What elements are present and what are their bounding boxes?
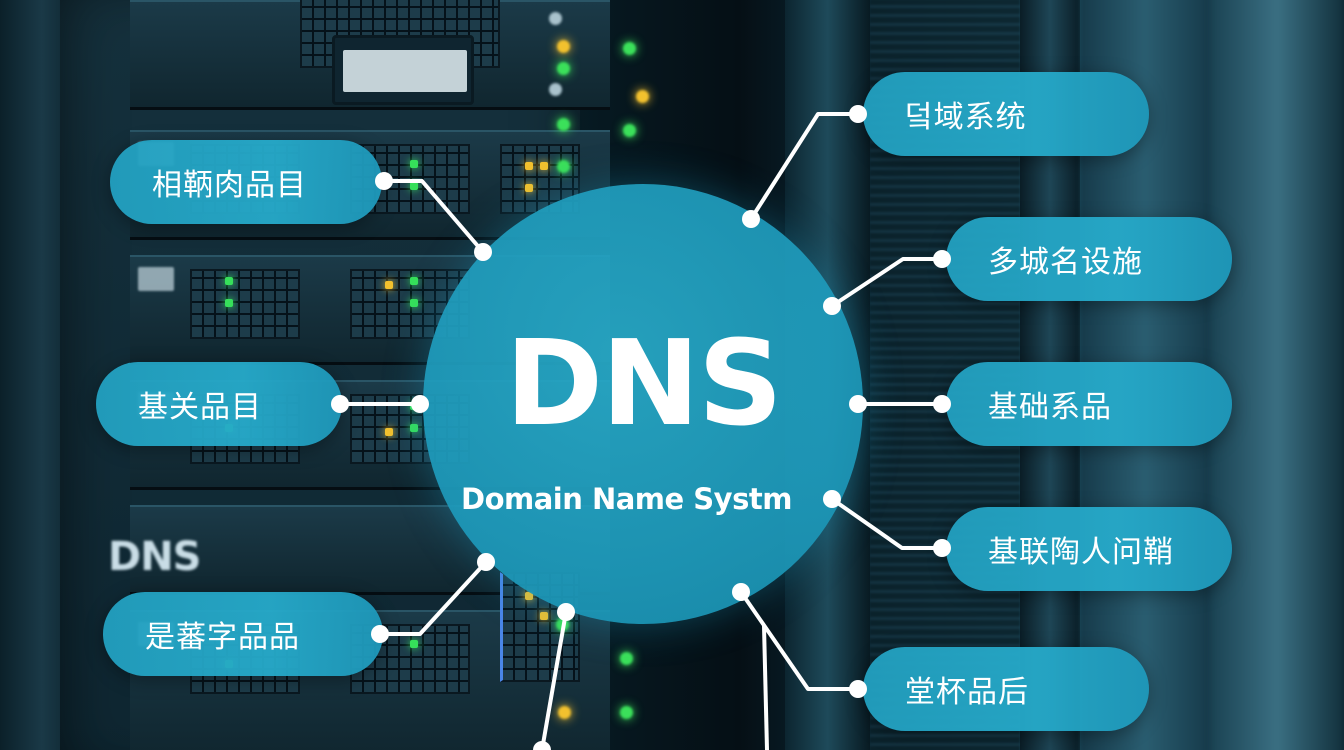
printed-dns-label: DNS — [108, 534, 201, 580]
node-right-5[interactable]: 堂杯品后 — [863, 647, 1149, 731]
node-label: 是蕃字品品 — [145, 620, 300, 655]
node-right-4[interactable]: 基联陶人问鞘 — [946, 507, 1232, 591]
node-label: 堂杯品后 — [905, 675, 1029, 710]
node-label: 相鞆肉品目 — [152, 168, 307, 203]
node-label: 基关品目 — [138, 390, 262, 425]
node-right-3[interactable]: 基础系品 — [946, 362, 1232, 446]
node-label: 基联陶人问鞘 — [988, 535, 1174, 570]
node-right-2[interactable]: 多城名设施 — [946, 217, 1232, 301]
node-right-1[interactable]: 덬域系统 — [863, 72, 1149, 156]
hub-subtitle: Domain Name Systm — [461, 482, 792, 516]
node-label: 多城名设施 — [988, 245, 1143, 280]
node-label: 덬域系统 — [905, 100, 1027, 135]
node-left-1[interactable]: 相鞆肉品目 — [110, 140, 382, 224]
node-label: 基础系品 — [988, 390, 1112, 425]
lcd-display — [332, 35, 474, 105]
dns-hub-circle[interactable]: DNS Domain Name Systm — [423, 184, 863, 624]
node-left-3[interactable]: 是蕃字品品 — [103, 592, 383, 676]
hub-title: DNS — [505, 314, 783, 452]
server-cabinet-right-3 — [1210, 0, 1344, 750]
node-left-2[interactable]: 基关品目 — [96, 362, 342, 446]
rack-post — [0, 0, 70, 750]
